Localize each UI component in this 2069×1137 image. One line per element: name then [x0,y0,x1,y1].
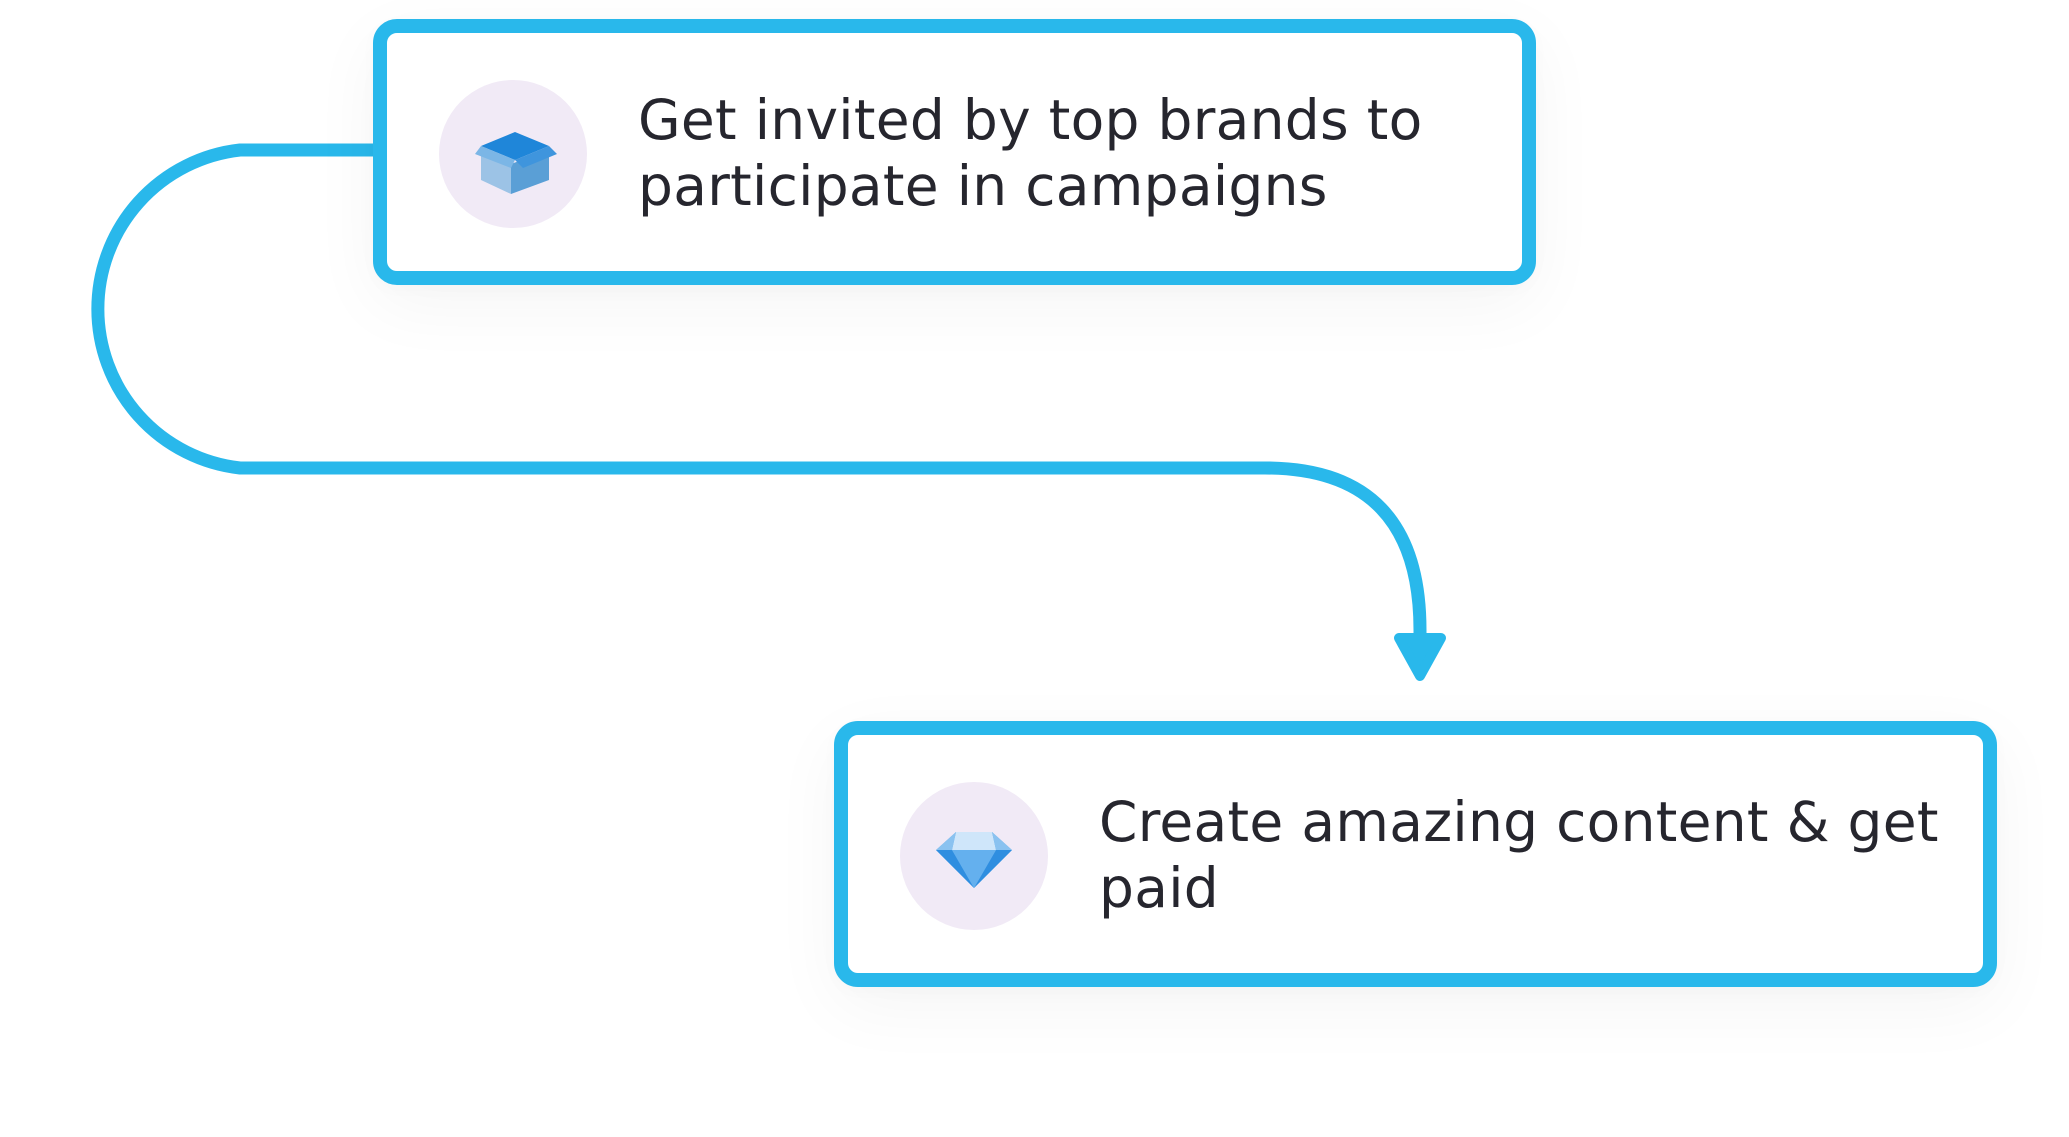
box-icon [475,132,557,194]
step-card-1: Get invited by top brands to participate… [373,19,1536,285]
step-icon-badge [900,782,1048,930]
connector-line [91,143,1427,662]
step-card-2: Create amazing content & get paid [834,721,1997,987]
step-2-text: Create amazing content & get paid [1099,790,1939,920]
diamond-icon [936,832,1012,888]
arrowhead-icon [1394,633,1446,681]
step-icon-badge [439,80,587,228]
step-1-text: Get invited by top brands to participate… [638,88,1423,218]
